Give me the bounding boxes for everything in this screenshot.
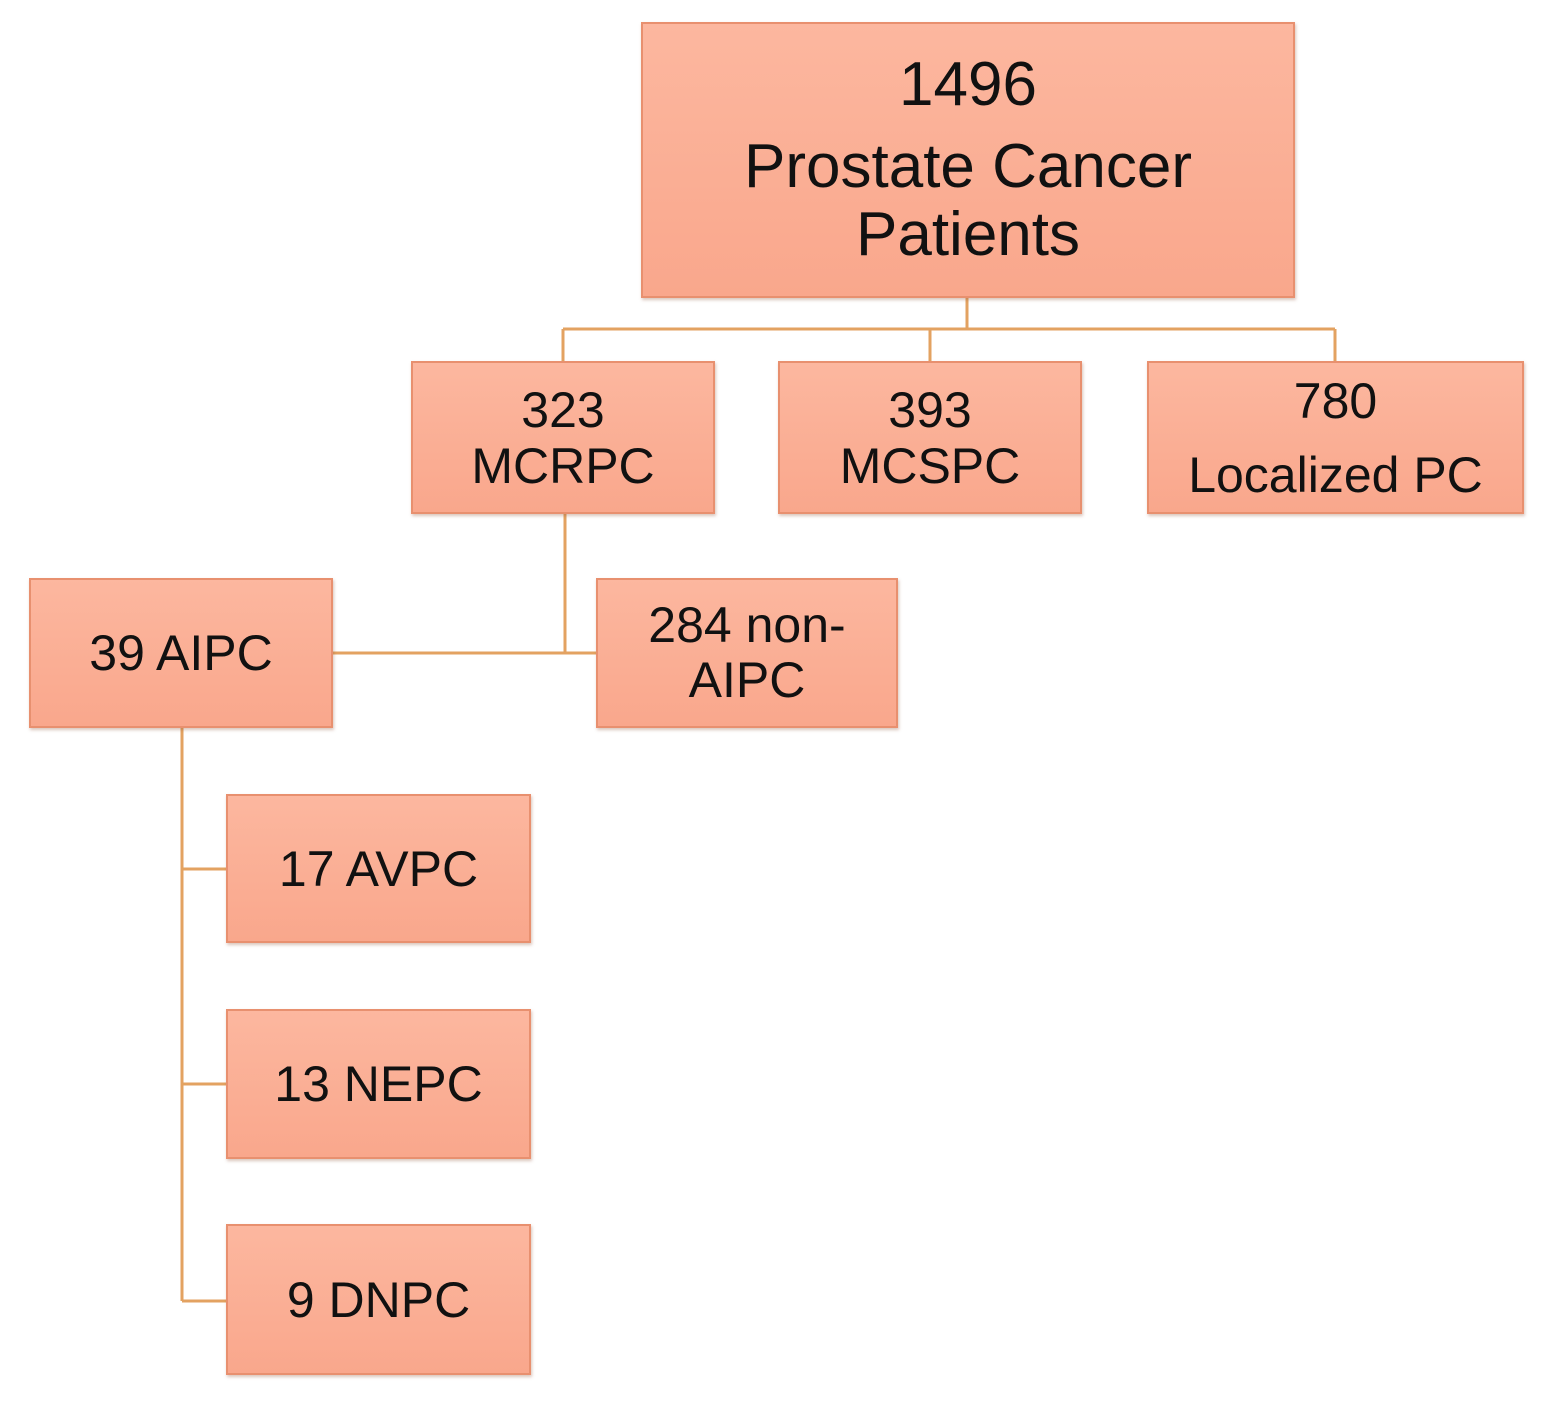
node-non-aipc: 284 non- AIPC	[596, 578, 898, 728]
node-avpc: 17 AVPC	[226, 794, 531, 943]
node-root-patients: 1496 Prostate Cancer Patients	[641, 22, 1295, 298]
node-dnpc: 9 DNPC	[226, 1224, 531, 1375]
node-localized-label: Localized PC	[1188, 446, 1483, 503]
node-root-count: 1496	[899, 49, 1037, 119]
node-avpc-label: 17 AVPC	[278, 840, 479, 897]
node-non-aipc-label-line2: AIPC	[688, 652, 806, 708]
node-mcrpc-label: MCRPC	[471, 437, 655, 494]
node-mcspc-count: 393	[888, 381, 972, 438]
node-root-label-line1: Prostate Cancer	[744, 131, 1192, 201]
node-aipc-label: 39 AIPC	[89, 625, 273, 681]
node-mcspc: 393 MCSPC	[778, 361, 1082, 514]
node-aipc: 39 AIPC	[29, 578, 333, 728]
node-root-label-line2: Patients	[855, 200, 1081, 270]
node-localized-pc: 780 Localized PC	[1147, 361, 1524, 514]
node-non-aipc-label-line1: 284 non-	[648, 597, 846, 653]
node-nepc-label: 13 NEPC	[274, 1056, 483, 1112]
node-mcrpc: 323 MCRPC	[411, 361, 715, 514]
node-mcspc-label: MCSPC	[839, 437, 1021, 494]
node-mcrpc-count: 323	[521, 381, 605, 438]
node-dnpc-label: 9 DNPC	[286, 1271, 471, 1328]
node-localized-count: 780	[1293, 372, 1378, 429]
node-nepc: 13 NEPC	[226, 1009, 531, 1159]
